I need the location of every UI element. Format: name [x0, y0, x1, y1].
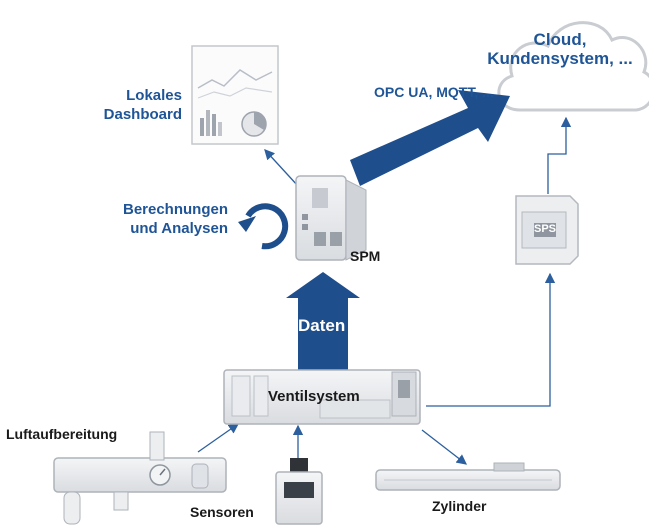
sensoren-label: Sensoren: [190, 504, 254, 520]
daten-arrow: [286, 272, 360, 376]
air-preparation-icon: [53, 431, 227, 525]
daten-label: Daten: [298, 316, 346, 335]
protocols-label: OPC UA, MQTT, ...: [374, 84, 494, 100]
cloud-icon: [497, 21, 649, 112]
spm-module-icon: [295, 175, 367, 261]
connection-lines: [197, 116, 572, 465]
refresh-cycle-icon: [238, 203, 289, 250]
calculations-label: Berechnungen und Analysen: [122, 201, 228, 237]
valve-system-icon: [223, 369, 421, 425]
spm-label: SPM: [350, 248, 381, 264]
zylinder-label: Zylinder: [432, 498, 487, 514]
sps-label: SPS: [534, 223, 557, 235]
plc-icon: [515, 195, 579, 265]
cloud-label: Cloud, Kundensystem, ...: [487, 30, 633, 68]
dashboard-label: Lokales Dashboard: [103, 87, 182, 123]
informationen-arrow: [350, 90, 510, 186]
luftaufbereitung-label: Luftaufbereitung: [6, 426, 118, 442]
cylinder-icon: [375, 462, 561, 491]
pressure-sensor-icon: [275, 458, 323, 525]
ventilsystem-label: Ventilsystem: [268, 388, 360, 405]
dashboard-icon: [191, 45, 279, 145]
